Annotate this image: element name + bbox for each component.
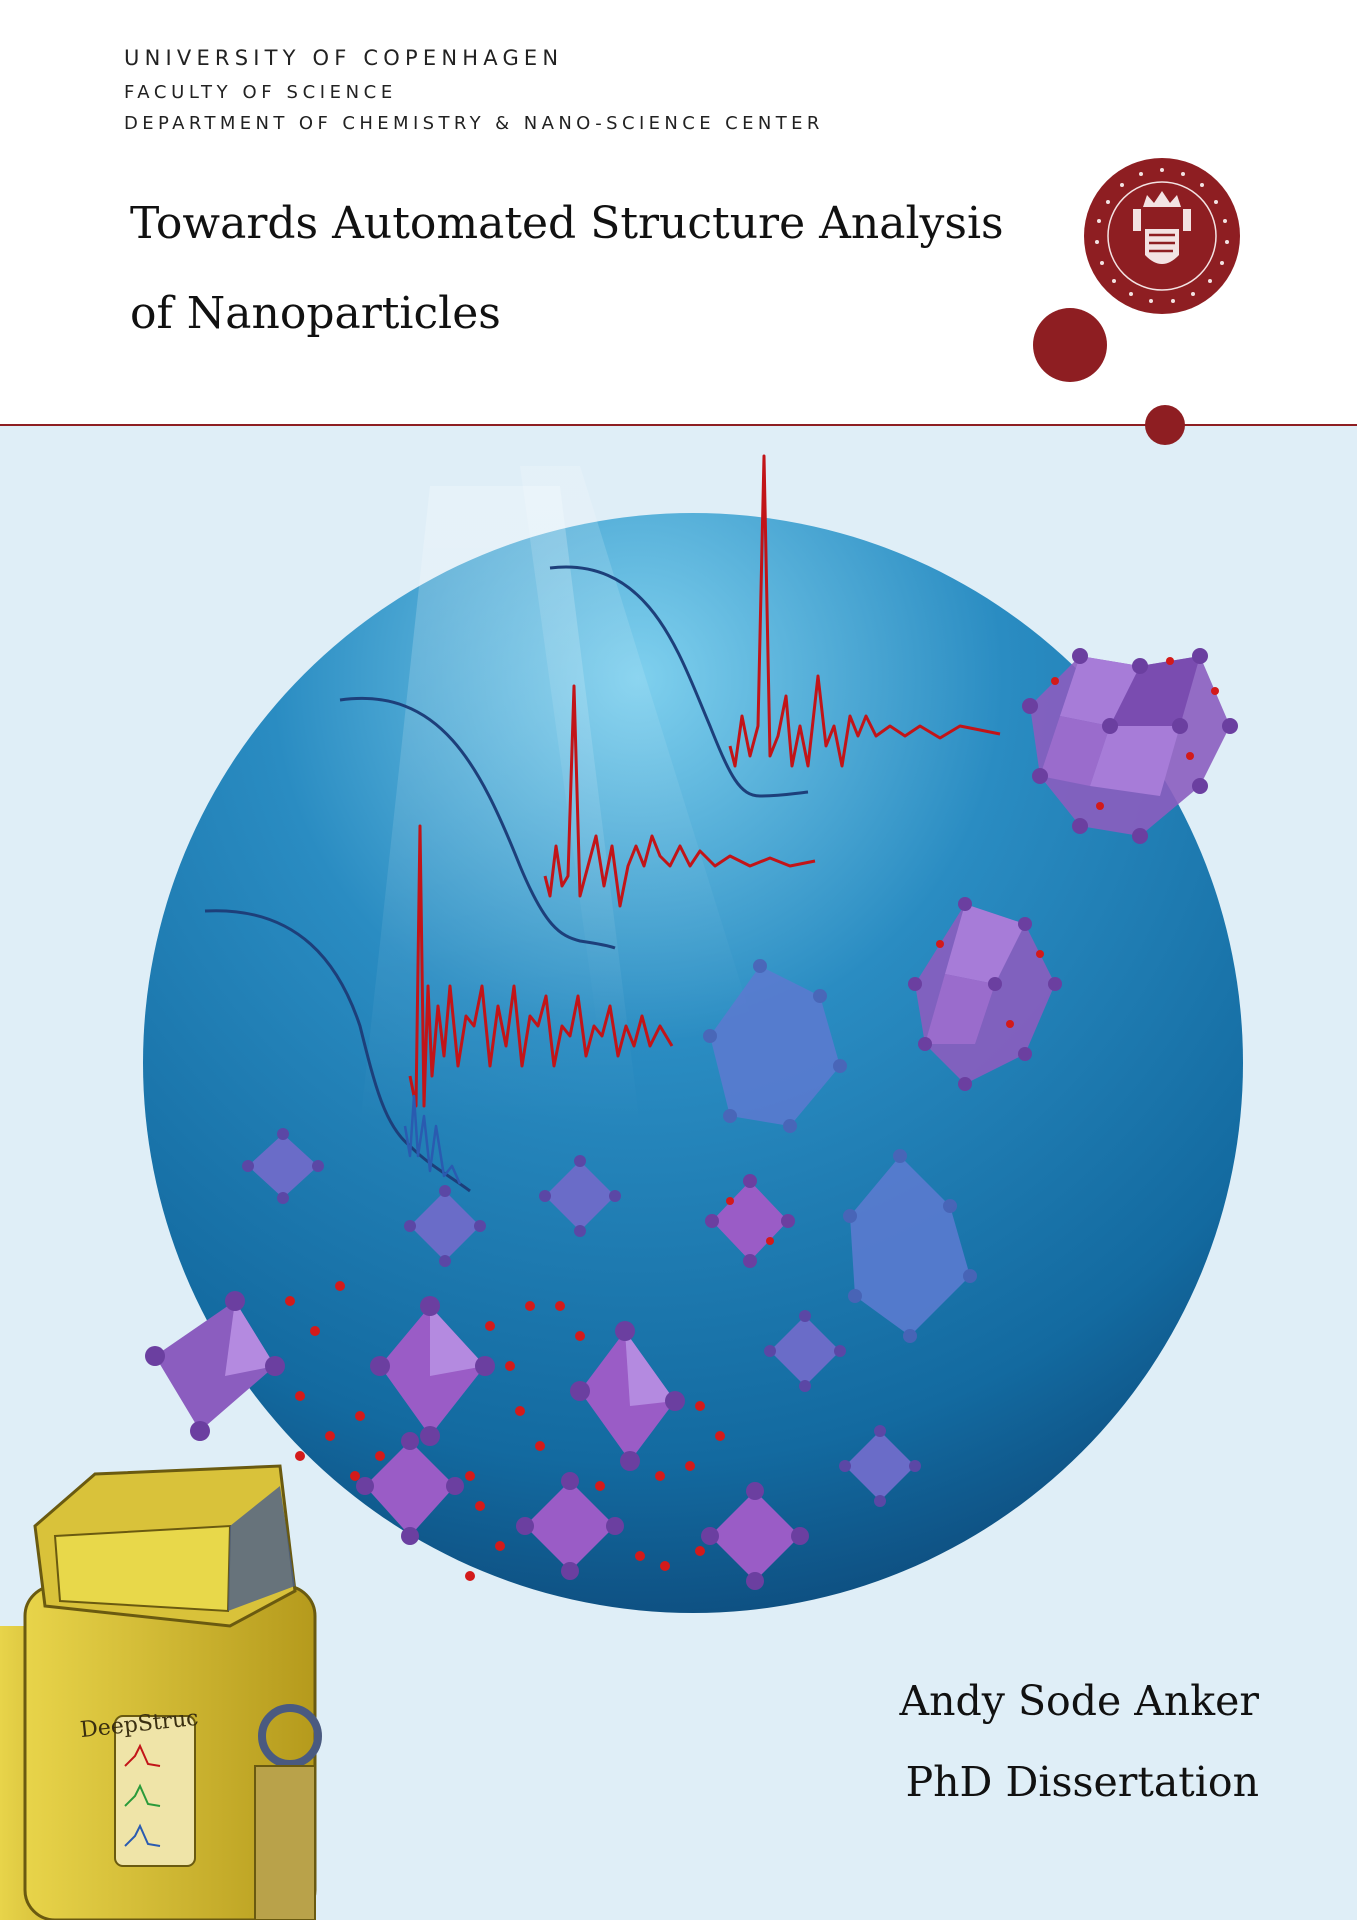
faculty-name: FACULTY OF SCIENCE: [124, 82, 397, 103]
scattering-spectra: [204, 454, 1001, 1193]
author-name: Andy Sode Anker: [899, 1677, 1260, 1725]
robot-illustration: [0, 1464, 322, 1920]
header-rule: [0, 424, 1357, 426]
university-name: UNIVERSITY OF COPENHAGEN: [124, 46, 564, 70]
department-name: DEPARTMENT OF CHEMISTRY & NANO-SCIENCE C…: [124, 113, 824, 134]
thesis-title-line1: Towards Automated Structure Analysis: [130, 198, 1004, 249]
ocean-circle: [143, 466, 1243, 1613]
document-type: PhD Dissertation: [905, 1758, 1259, 1806]
cover-illustration: [0, 454, 1243, 1920]
nanoparticle-clusters: [145, 648, 1238, 1590]
thesis-title-line2: of Nanoparticles: [130, 288, 501, 339]
accent-dot-large: [1033, 308, 1107, 382]
university-seal-icon: [1084, 158, 1240, 314]
accent-dot-small: [1145, 405, 1185, 445]
cover-header: UNIVERSITY OF COPENHAGEN FACULTY OF SCIE…: [0, 0, 1357, 425]
